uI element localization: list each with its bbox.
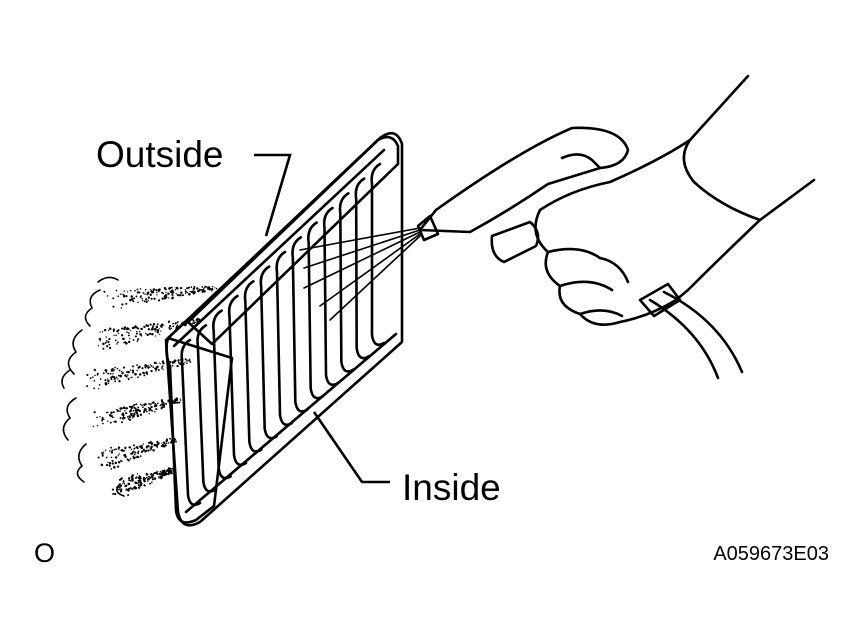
filter-pleat (370, 162, 386, 347)
outside-leader-line (254, 153, 292, 237)
figure-code: A059673E03 (713, 543, 829, 565)
filter-pleat (338, 192, 355, 373)
filter-pleat (291, 236, 309, 413)
hand (534, 74, 816, 326)
air-gun (416, 126, 630, 264)
filter-pleat (259, 265, 278, 440)
outside-label: Outside (96, 134, 224, 175)
air-hose (648, 290, 744, 380)
filter-pleat (227, 294, 248, 467)
filter-pleat (243, 280, 263, 453)
air-spray (299, 227, 421, 321)
orientation-marker: O (34, 538, 55, 568)
dust-cloud (61, 276, 218, 497)
inside-leader-line (312, 411, 390, 484)
filter-pleat (354, 177, 370, 360)
inside-label: Inside (402, 467, 501, 508)
air-filter (164, 131, 404, 527)
filter-pleat (307, 221, 324, 400)
filter-pleat (275, 250, 294, 427)
filter-pleat (180, 338, 202, 507)
